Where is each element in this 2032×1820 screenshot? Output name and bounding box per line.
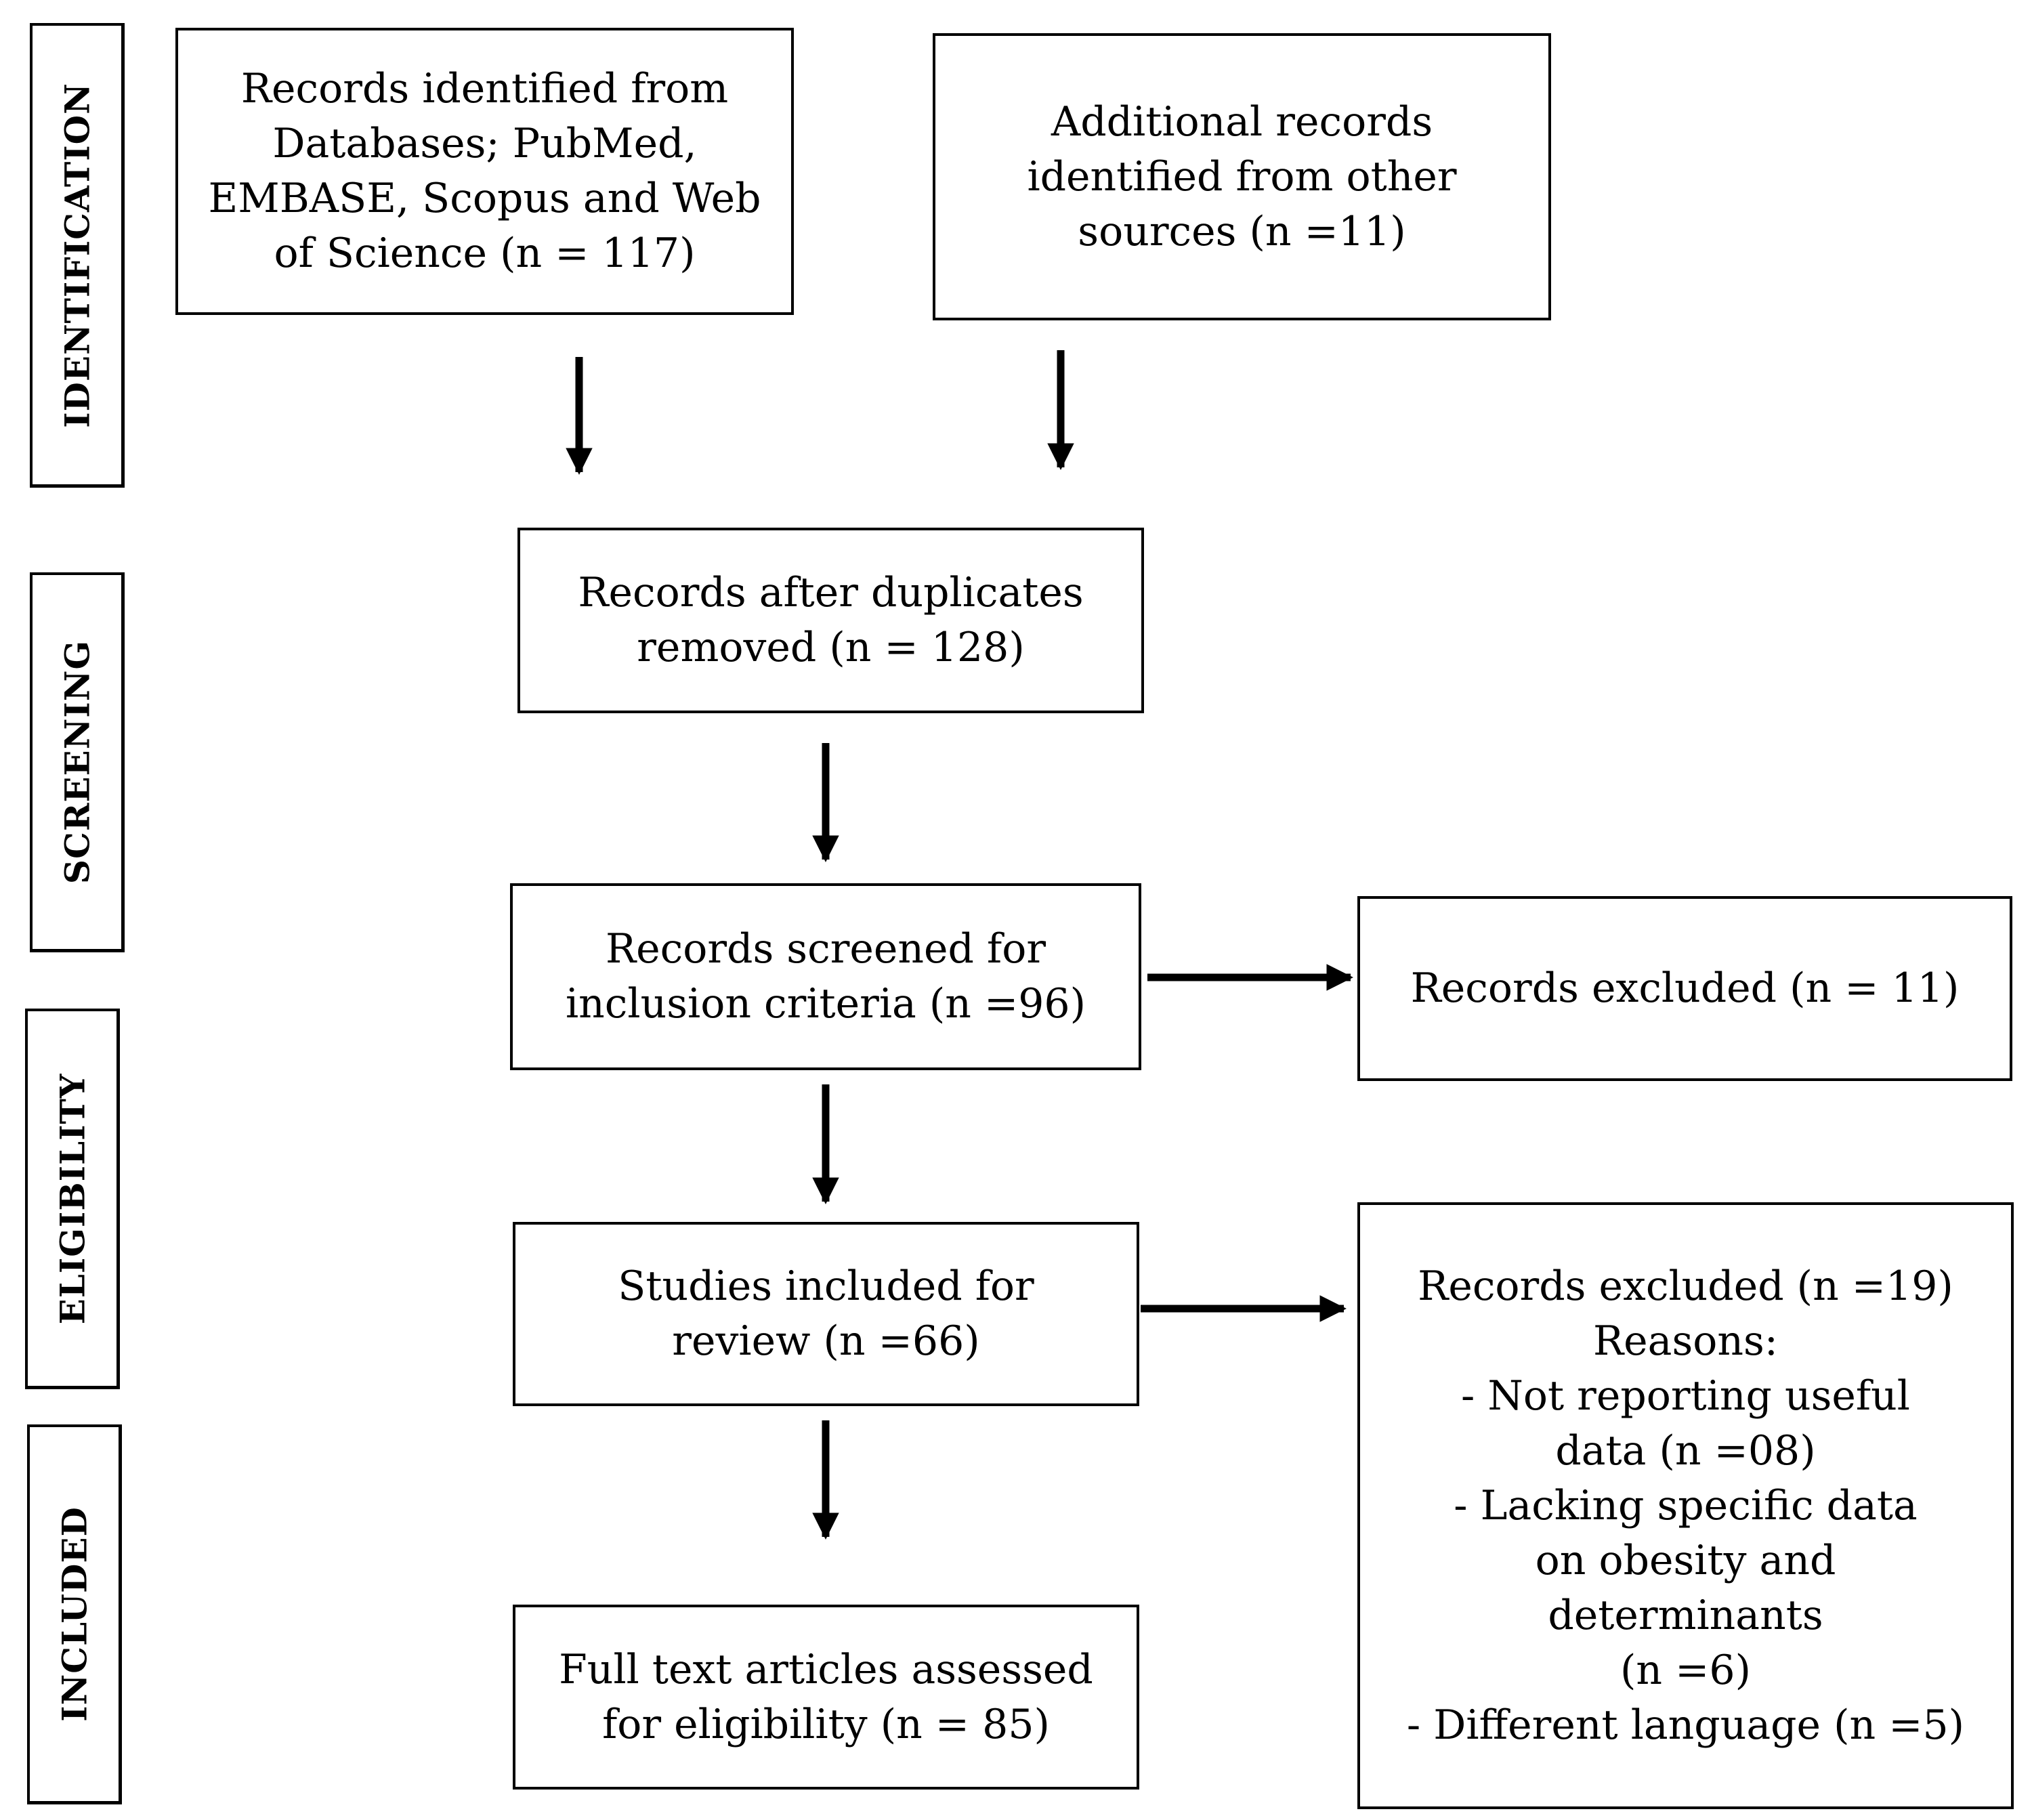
other-sources-box: Additional records identified from other… (933, 33, 1551, 320)
duplicates-removed-box: Records after duplicates removed (n = 12… (517, 528, 1144, 713)
full-text-box: Full text articles assessed for eligibil… (513, 1605, 1139, 1790)
full-text-text: Full text articles assessed for eligibil… (559, 1645, 1093, 1748)
included-review-box: Studies included for review (n =66) (513, 1222, 1139, 1406)
stage-included: INCLUDED (27, 1424, 122, 1804)
screened-text: Records screened for inclusion criteria … (565, 925, 1086, 1028)
duplicates-removed-text: Records after duplicates removed (n = 12… (578, 569, 1084, 671)
stage-identification: IDENTIFICATION (30, 23, 125, 488)
stage-screening: SCREENING (30, 572, 125, 952)
excluded-screening-box: Records excluded (n = 11) (1357, 896, 2012, 1081)
databases-text: Records identified from Databases; PubMe… (208, 65, 761, 277)
screened-box: Records screened for inclusion criteria … (510, 883, 1141, 1070)
databases-box: Records identified from Databases; PubMe… (175, 28, 794, 315)
included-review-text: Studies included for review (n =66) (618, 1263, 1034, 1365)
other-sources-text: Additional records identified from other… (1027, 98, 1457, 255)
excluded-eligibility-text: Records excluded (n =19) Reasons: - Not … (1406, 1262, 1965, 1749)
excluded-screening-text: Records excluded (n = 11) (1410, 965, 1960, 1012)
excluded-eligibility-box: Records excluded (n =19) Reasons: - Not … (1357, 1202, 2014, 1809)
stage-eligibility: ELIGIBILITY (25, 1009, 120, 1389)
